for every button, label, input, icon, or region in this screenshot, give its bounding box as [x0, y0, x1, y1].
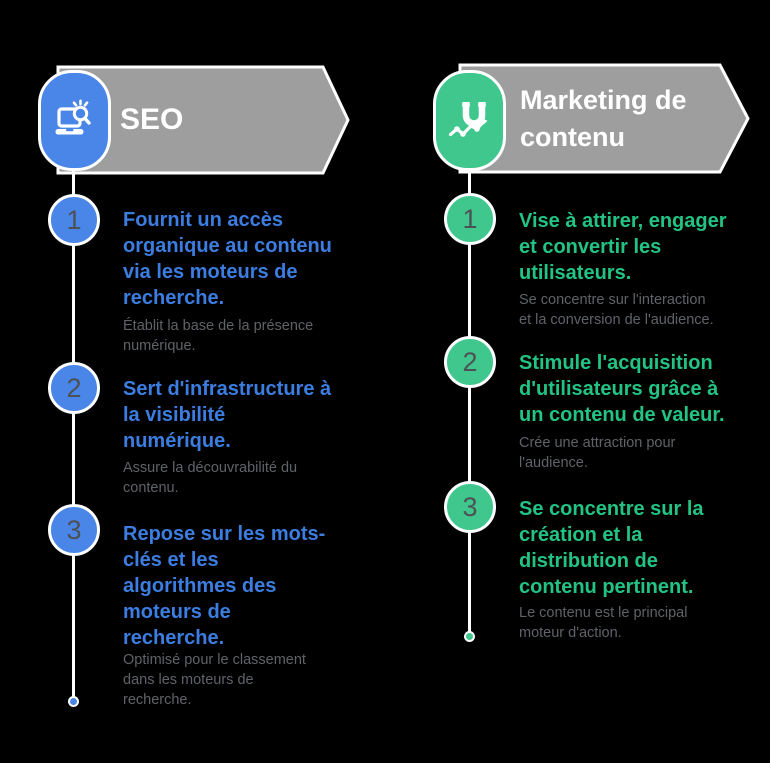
seo-step-1-title: Fournit un accès organique au contenu vi… [123, 209, 332, 309]
cm-timeline-end-dot [464, 631, 475, 642]
cm-step-3-title: Se concentre sur la création et la distr… [519, 498, 704, 598]
seo-timeline-end-dot [68, 696, 79, 707]
content-marketing-timeline-line [468, 170, 471, 637]
seo-step-3-title: Repose sur les mots- clés et les algorit… [123, 523, 326, 649]
seo-step-2-title: Sert d'infrastructure à la visibilité nu… [123, 378, 332, 452]
seo-step-1-number: 1 [48, 194, 100, 246]
cm-step-2-number: 2 [444, 336, 496, 388]
seo-column-title: SEO [120, 102, 184, 136]
seo-step-3-subtitle: Optimisé pour le classement dans les mot… [123, 652, 306, 708]
cm-step-1-number: 1 [444, 193, 496, 245]
cm-step-1-title: Vise à attirer, engager et convertir les… [519, 210, 727, 284]
seo-timeline-line [72, 170, 75, 702]
cm-step-3-number: 3 [444, 481, 496, 533]
cm-step-3-subtitle: Le contenu est le principal moteur d'act… [519, 605, 688, 641]
cm-step-1-subtitle: Se concentre sur l'interaction et la con… [519, 292, 714, 328]
content-marketing-column-title: Marketing de contenu [520, 84, 687, 152]
seo-step-2-number: 2 [48, 362, 100, 414]
seo-step-3-number: 3 [48, 504, 100, 556]
cm-step-2-subtitle: Crée une attraction pour l'audience. [519, 435, 676, 471]
magnet-chart-icon [433, 70, 506, 171]
cm-step-2-title: Stimule l'acquisition d'utilisateurs grâ… [519, 352, 725, 426]
seo-step-1-subtitle: Établit la base de la présence numérique… [123, 318, 314, 354]
laptop-search-icon [38, 70, 111, 171]
seo-step-2-subtitle: Assure la découvrabilité du contenu. [123, 460, 298, 496]
